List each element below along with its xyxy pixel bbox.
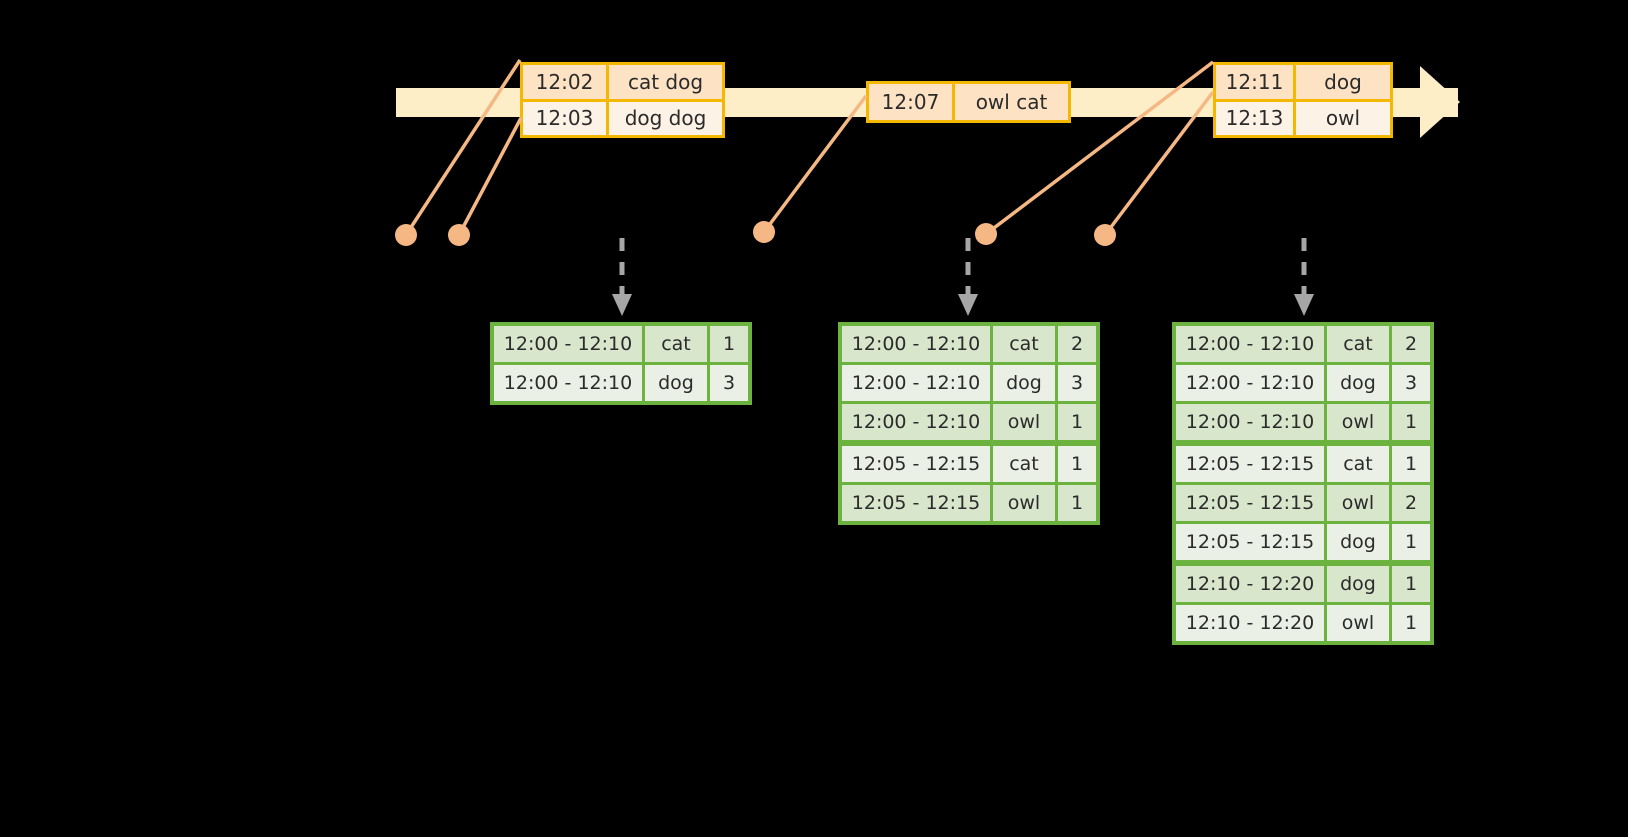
event-words: cat dog [609, 65, 722, 99]
timeline-event-box-1: 12:02 cat dog 12:03 dog dog [520, 62, 725, 138]
drop-arrow-icon-1 [612, 238, 632, 316]
event-words: dog [1296, 65, 1390, 99]
result-cell-count: 1 [1392, 446, 1430, 482]
result-cell-word: owl [993, 404, 1055, 440]
origin-dot-2 [448, 224, 470, 246]
result-cell-count: 1 [1058, 404, 1096, 440]
origin-dot-4 [975, 223, 997, 245]
result-cell-window: 12:00 - 12:10 [1176, 404, 1324, 440]
result-cell-word: cat [645, 326, 707, 362]
event-time: 12:13 [1216, 101, 1296, 135]
result-cell-word: owl [1327, 404, 1389, 440]
result-cell-window: 12:00 - 12:10 [842, 365, 990, 401]
result-cell-window: 12:00 - 12:10 [842, 326, 990, 362]
result-cell-count: 1 [710, 326, 748, 362]
result-cell-window: 12:05 - 12:15 [1176, 524, 1324, 560]
result-cell-word: cat [993, 326, 1055, 362]
result-cell-count: 2 [1058, 326, 1096, 362]
timeline-event-box-3: 12:11 dog 12:13 owl [1213, 62, 1393, 138]
event-time: 12:02 [523, 65, 609, 99]
result-cell-window: 12:00 - 12:10 [1176, 326, 1324, 362]
result-cell-window: 12:00 - 12:10 [494, 365, 642, 401]
result-cell-window: 12:00 - 12:10 [842, 404, 990, 440]
timeline-event-row: 12:02 cat dog [523, 65, 722, 99]
timeline-event-row: 12:03 dog dog [523, 98, 722, 135]
result-cell-count: 1 [1392, 404, 1430, 440]
result-cell-word: dog [1327, 566, 1389, 602]
origin-dot-1 [395, 224, 417, 246]
result-cell-count: 1 [1392, 566, 1430, 602]
result-cell-word: owl [993, 485, 1055, 521]
result-cell-count: 1 [1058, 446, 1096, 482]
event-words: owl [1296, 101, 1390, 135]
result-cell-word: cat [1327, 446, 1389, 482]
result-cell-count: 2 [1392, 485, 1430, 521]
timeline-event-box-2: 12:07 owl cat [866, 81, 1071, 123]
result-cell-word: owl [1327, 485, 1389, 521]
result-cell-count: 2 [1392, 326, 1430, 362]
origin-dot-5 [1094, 224, 1116, 246]
result-cell-window: 12:00 - 12:10 [1176, 365, 1324, 401]
result-cell-count: 3 [1392, 365, 1430, 401]
event-words: owl cat [955, 84, 1068, 120]
event-time: 12:07 [869, 84, 955, 120]
timeline-event-row: 12:13 owl [1216, 98, 1390, 135]
result-cell-count: 1 [1058, 485, 1096, 521]
result-cell-word: cat [1327, 326, 1389, 362]
timeline-event-row: 12:07 owl cat [869, 84, 1068, 120]
result-cell-word: dog [1327, 524, 1389, 560]
result-cell-count: 1 [1392, 524, 1430, 560]
result-cell-window: 12:05 - 12:15 [842, 446, 990, 482]
event-words: dog dog [609, 101, 722, 135]
drop-arrow-icon-2 [958, 238, 978, 316]
event-time: 12:03 [523, 101, 609, 135]
result-cell-count: 1 [1392, 605, 1430, 641]
result-cell-word: owl [1327, 605, 1389, 641]
drop-arrow-icon-3 [1294, 238, 1314, 316]
event-time: 12:11 [1216, 65, 1296, 99]
result-cell-word: dog [993, 365, 1055, 401]
origin-dot-3 [753, 221, 775, 243]
result-cell-word: dog [645, 365, 707, 401]
result-cell-window: 12:05 - 12:15 [1176, 446, 1324, 482]
timeline-event-row: 12:11 dog [1216, 65, 1390, 99]
result-cell-word: cat [993, 446, 1055, 482]
timeline-arrowhead-icon [1420, 66, 1460, 138]
result-cell-window: 12:10 - 12:20 [1176, 566, 1324, 602]
result-cell-word: dog [1327, 365, 1389, 401]
result-cell-window: 12:05 - 12:15 [1176, 485, 1324, 521]
result-cell-window: 12:10 - 12:20 [1176, 605, 1324, 641]
result-cell-window: 12:00 - 12:10 [494, 326, 642, 362]
result-cell-count: 3 [1058, 365, 1096, 401]
result-cell-window: 12:05 - 12:15 [842, 485, 990, 521]
result-cell-count: 3 [710, 365, 748, 401]
